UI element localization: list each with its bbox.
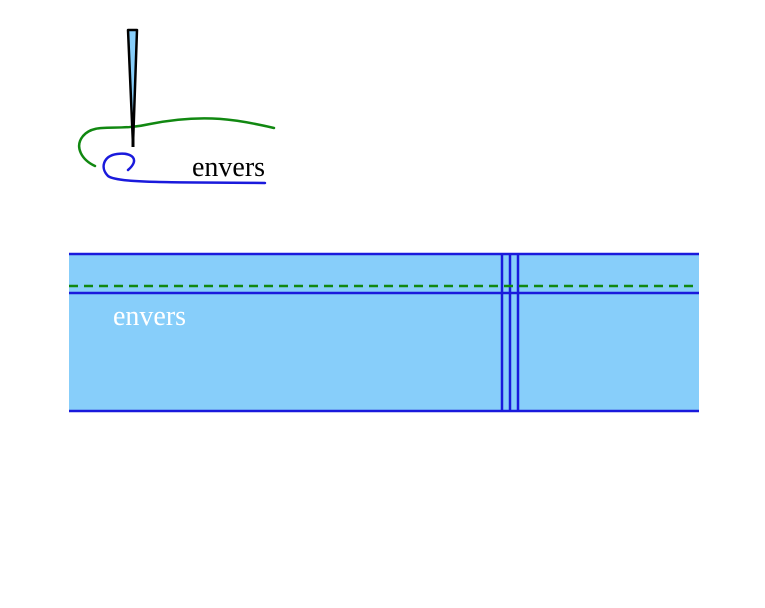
blue-thread-loop [102, 152, 267, 185]
green-thread [78, 117, 276, 168]
needle-icon [126, 28, 139, 147]
band-label: envers [113, 301, 186, 332]
fabric-band: envers [69, 252, 699, 413]
needle-illustration: envers [78, 28, 276, 185]
top-label: envers [192, 152, 265, 183]
fabric-rect [69, 254, 699, 411]
